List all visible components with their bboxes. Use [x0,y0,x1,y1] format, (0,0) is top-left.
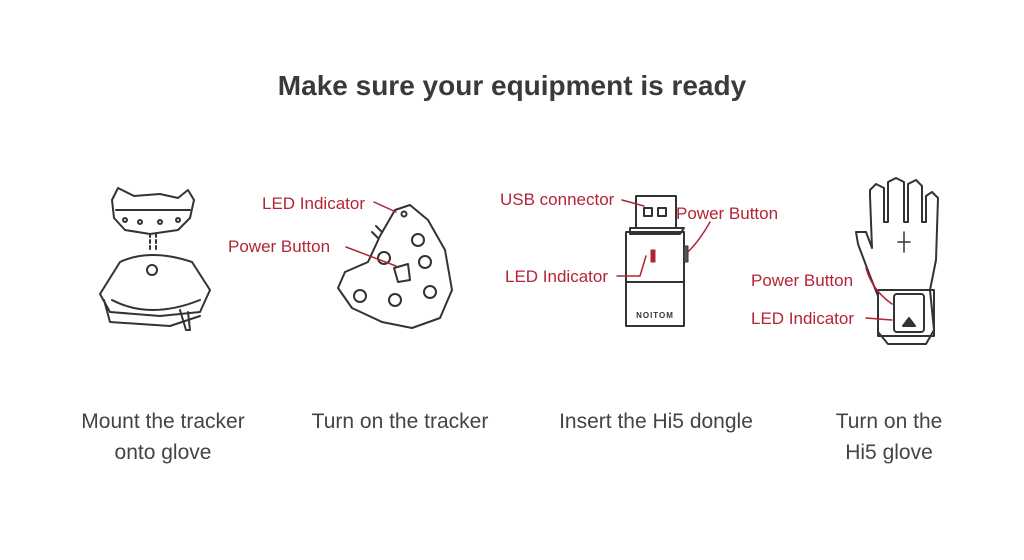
hi5-glove-illustration [855,177,939,345]
tracker-power-button-label: Power Button [228,237,330,256]
step-4-caption-line: Turn on the [835,410,943,433]
dongle-illustration [616,195,711,327]
dongle-led-indicator-label: LED Indicator [505,267,608,286]
step-4-caption-line: Hi5 glove [845,441,933,464]
step-1-caption-line: Mount the tracker [81,410,245,433]
step-1-caption: Mount the tracker onto glove [58,406,268,468]
page-title: Make sure your equipment is ready [277,70,747,101]
step-2-caption: Turn on the tracker [288,406,512,437]
step-3-caption-line: Insert the Hi5 dongle [559,410,753,433]
step-1-caption-line: onto glove [114,441,212,464]
glove-led-indicator-label: LED Indicator [751,309,854,328]
step-3-caption: Insert the Hi5 dongle [534,406,778,437]
dongle-usb-connector-label: USB connector [500,190,615,209]
step-2-caption-line: Turn on the tracker [311,410,489,433]
dongle-brand-logo: NOITOM [636,311,674,320]
tracker-on-glove-illustration [99,187,211,331]
tracker-led-indicator-label: LED Indicator [262,194,365,213]
dongle-power-button-label: Power Button [676,204,778,223]
step-4-caption: Turn on the Hi5 glove [794,406,984,468]
tracker-illustration [337,201,453,329]
glove-power-button-label: Power Button [751,271,853,290]
